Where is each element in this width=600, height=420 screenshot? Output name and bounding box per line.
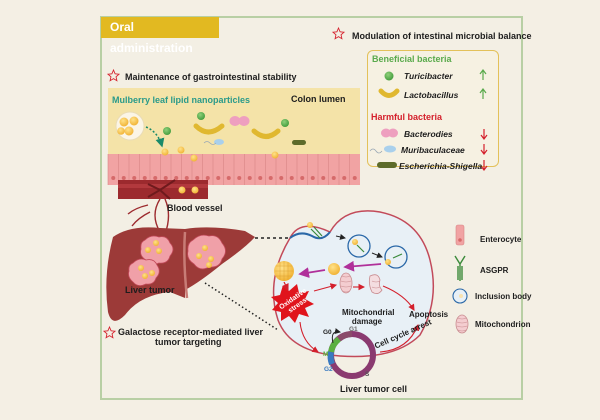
lactobacillus [193, 123, 225, 135]
liver-targeting-label-line2: tumor targeting [155, 337, 222, 347]
enterocyte-nucleus [216, 176, 221, 180]
phase-g0: G0 [323, 329, 332, 336]
blood-vessel [118, 179, 208, 235]
enterocyte-nucleus [331, 176, 336, 180]
title-tab: Oral administration [101, 17, 219, 55]
oxidative-stress-burst [271, 284, 314, 323]
enterocyte-nucleus [247, 176, 252, 180]
phase-s: S [365, 371, 370, 378]
asgpr-label: ASGPR [480, 266, 509, 275]
enterocyte-nucleus [279, 176, 284, 180]
enterocyte-nucleus [195, 176, 200, 180]
bacterodies-label: Bacterodies [404, 129, 453, 139]
inclusion-body-label: Inclusion body [475, 292, 532, 301]
enterocyte-nucleus [268, 176, 273, 180]
mitochondria [339, 272, 383, 294]
inclusion-body-icon [452, 288, 468, 304]
liver [106, 227, 255, 321]
phase-g1: G1 [349, 326, 358, 333]
enterocyte-nucleus [174, 176, 179, 180]
asgpr-icon [454, 255, 466, 281]
cell-cycle-ring [327, 331, 376, 379]
gi-stability-label: Maintenance of gastrointestinal stabilit… [125, 72, 297, 82]
muribaculaceae-label: Muribaculaceae [401, 145, 465, 155]
muribaculaceae [214, 139, 224, 145]
mito-damage-line1: Mitochondrial [342, 308, 395, 317]
bacterodies [238, 116, 250, 126]
blood-vessel-label: Blood vessel [167, 203, 223, 213]
enterocyte-nucleus [153, 176, 158, 180]
enterocyte-nucleus [321, 176, 326, 180]
inclusion-body [347, 234, 371, 258]
mitochondrion-label: Mitochondrion [475, 320, 531, 329]
phase-m: M [323, 351, 329, 358]
harmful-title: Harmful bacteria [371, 112, 443, 122]
enterocyte-nucleus [258, 176, 263, 180]
nanoparticle-cluster [115, 111, 145, 141]
enterocyte-nucleus [310, 176, 315, 180]
enterocyte-nucleus [132, 176, 137, 180]
mito-damage-line2: damage [351, 317, 383, 326]
nanoparticle-lattice [274, 261, 294, 281]
phase-g2: G2 [324, 366, 333, 373]
microbial-balance-label: Modulation of intestinal microbial balan… [352, 31, 532, 41]
beneficial-title: Beneficial bacteria [372, 54, 452, 64]
enterocyte-nucleus [342, 176, 347, 180]
enterocyte-nucleus [121, 176, 126, 180]
star-icon [102, 26, 346, 339]
apoptosis-label: Apoptosis [409, 310, 449, 319]
enterocyte-nucleus [237, 176, 242, 180]
mitochondrion-icon [455, 314, 469, 334]
enterocyte-nucleus [111, 176, 116, 180]
colon-lumen-label: Colon lumen [291, 94, 346, 104]
enterocyte-nucleus [163, 176, 168, 180]
escherichia-shigella-label: Escherichia-Shigella [399, 161, 483, 171]
enterocyte-nucleus [352, 176, 357, 180]
enterocyte-nucleus [226, 176, 231, 180]
enterocyte-icon [455, 224, 465, 246]
liver-tumor-label: Liver tumor [125, 285, 175, 295]
mitochondrial-damage-label: Mitochondrial damage [342, 308, 395, 326]
nanoparticle-label: Mulberry leaf lipid nanoparticles [112, 95, 251, 105]
lactobacillus-label: Lactobacillus [404, 90, 459, 100]
asgpr-receptor [310, 226, 323, 239]
enterocyte-nucleus [184, 176, 189, 180]
turicibacter-label: Turicibacter [404, 71, 453, 81]
liver-tumor-cell-label: Liver tumor cell [340, 384, 408, 394]
enterocyte-label: Enterocyte [480, 235, 522, 244]
enterocyte-nucleus [142, 176, 147, 180]
liver-targeting-label-line1: Galactose receptor-mediated liver [118, 327, 264, 337]
epithelium [107, 154, 360, 185]
escherichia-shigella [292, 140, 306, 145]
enterocyte-nucleus [289, 176, 294, 180]
turicibacter [163, 127, 171, 135]
enterocyte-nucleus [300, 176, 305, 180]
enterocyte-nucleus [205, 176, 210, 180]
